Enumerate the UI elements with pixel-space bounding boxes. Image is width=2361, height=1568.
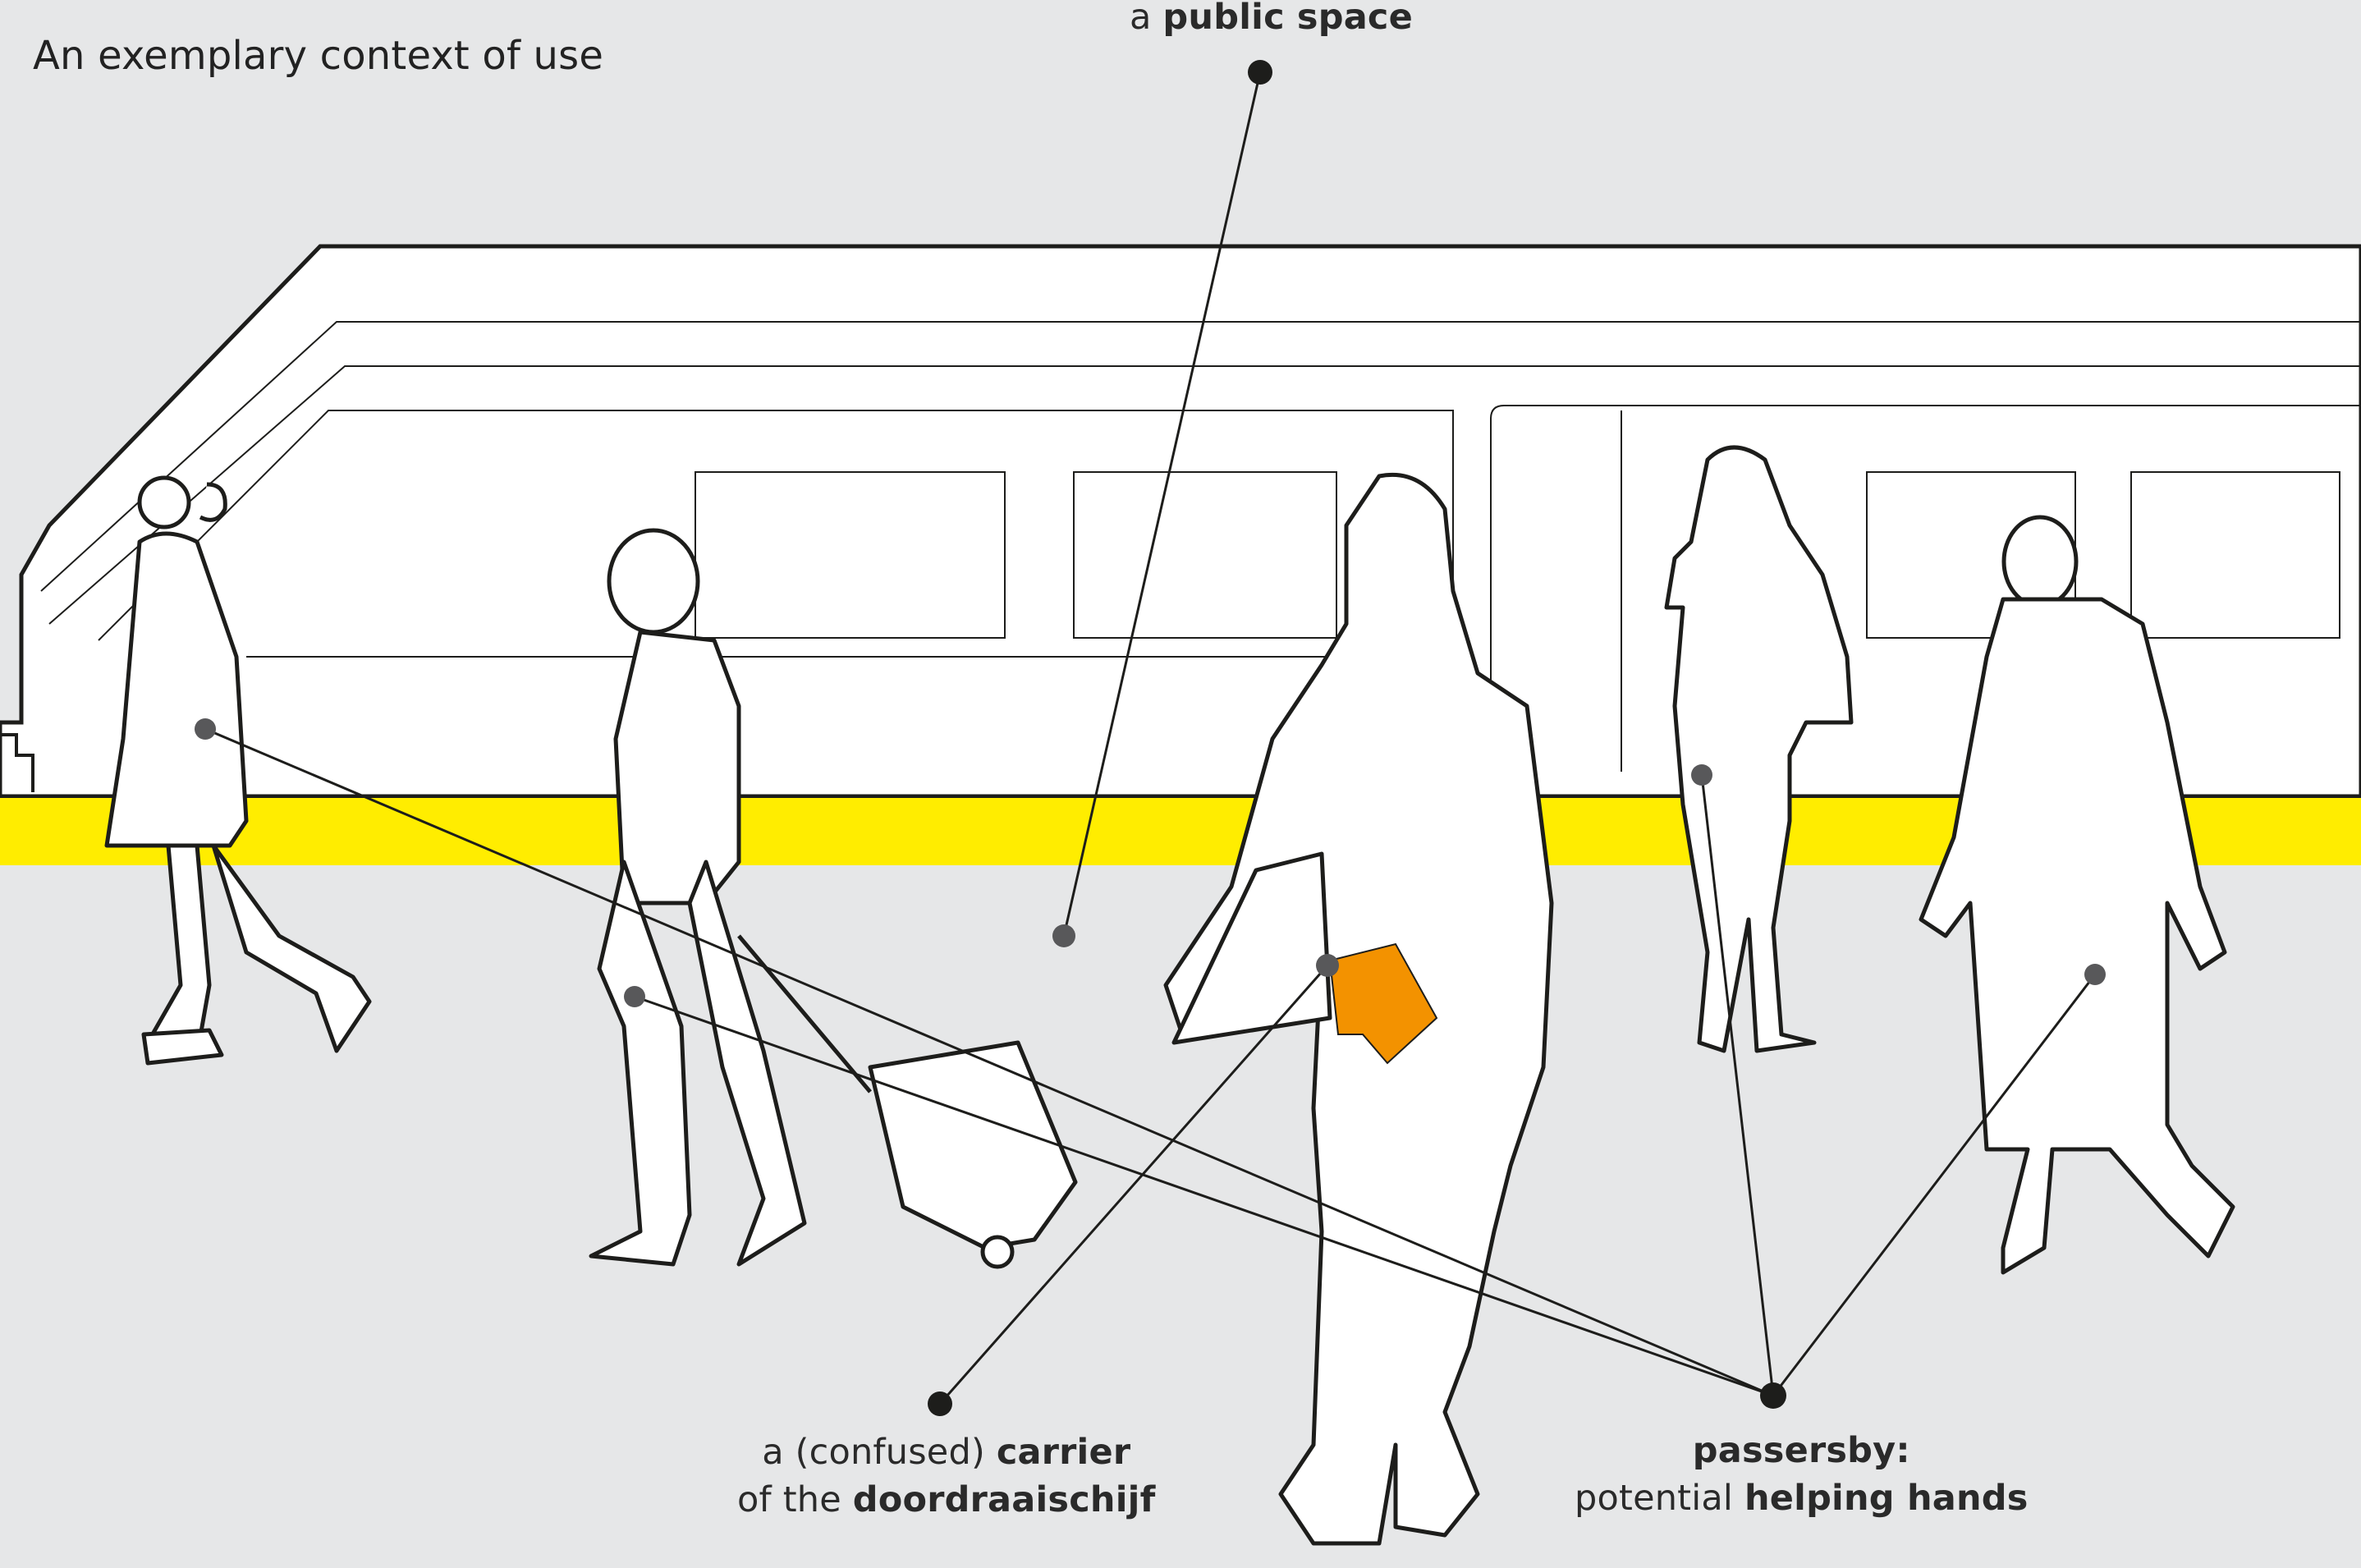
carrier-target-dot	[1316, 954, 1339, 977]
public-space-pre: a	[1130, 0, 1162, 38]
passersby-line2-pre: potential	[1575, 1478, 1744, 1519]
passersby-line1-bold: passersby:	[1693, 1430, 1910, 1471]
carrier-line2-bold: doordraaischijf	[853, 1479, 1156, 1520]
passersby-anchor-dot	[1760, 1382, 1786, 1409]
public-space-anchor-dot	[1248, 60, 1272, 85]
passersby-line-1: passersby:	[1575, 1427, 2029, 1474]
figure-title: An exemplary context of use	[33, 33, 603, 79]
passersby-line-2: potential helping hands	[1575, 1474, 2029, 1522]
carrier-anchor-dot	[928, 1391, 952, 1416]
label-carrier: a (confused) carrier of the doordraaisch…	[737, 1428, 1155, 1524]
passerby-dot-1	[195, 718, 216, 740]
carrier-line-2: of the doordraaischijf	[737, 1476, 1155, 1524]
passersby-line2-bold: helping hands	[1744, 1478, 2029, 1519]
carrier-line1-bold: carrier	[997, 1432, 1130, 1473]
carrier-line1-pre: a (confused)	[762, 1432, 997, 1473]
public-space-bold: public space	[1162, 0, 1413, 38]
label-passersby: passersby: potential helping hands	[1575, 1427, 2029, 1522]
carrier-line2-pre: of the	[737, 1479, 853, 1520]
passerby-dot-4	[2084, 964, 2106, 985]
carrier-line-1: a (confused) carrier	[737, 1428, 1155, 1476]
public-space-target-dot	[1052, 924, 1075, 947]
passerby-dot-3	[1691, 764, 1712, 786]
label-public-space: a public space	[1130, 0, 1413, 41]
passerby-dot-2	[624, 986, 645, 1007]
